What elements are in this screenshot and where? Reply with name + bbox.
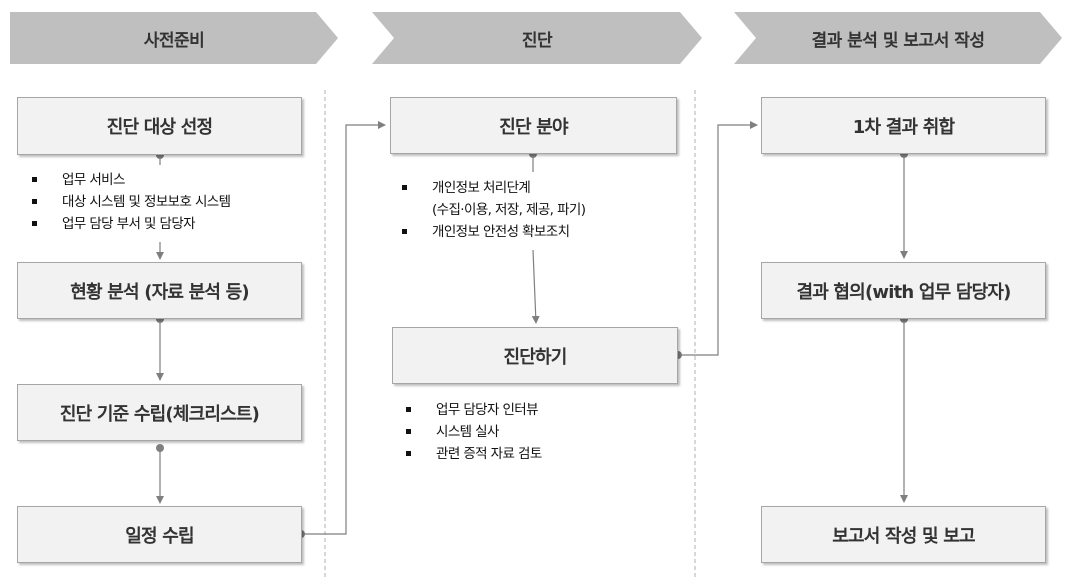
connector: [678, 121, 758, 356]
box-first-result-collection: 1차 결과 취합: [761, 97, 1046, 154]
list-item-continuation: (수집·이용, 저장, 제공, 파기): [432, 202, 586, 218]
box-status-analysis: 현황 분석 (자료 분석 등): [17, 262, 302, 319]
list-item: 대상 시스템 및 정보보호 시스템: [30, 191, 231, 213]
prep-bullet-list: 업무 서비스 대상 시스템 및 정보보호 시스템 업무 담당 부서 및 담당자: [30, 169, 231, 235]
diagnosis-area-bullet-list: 개인정보 처리단계 (수집·이용, 저장, 제공, 파기) 개인정보 안전성 확…: [400, 177, 586, 243]
list-item: 업무 담당 부서 및 담당자: [30, 213, 230, 235]
connector: [531, 249, 540, 324]
list-item: 개인정보 처리단계: [400, 177, 585, 199]
diagnosis-method-bullet-list: 업무 담당자 인터뷰 시스템 실사 관련 증적 자료 검토: [404, 399, 542, 465]
box-result-consultation: 결과 협의(with 업무 담당자): [761, 262, 1046, 319]
phase-arrow-shape: [10, 12, 338, 64]
box-report-writing: 보고서 작성 및 보고: [761, 506, 1046, 563]
phase-diagnosis-arrow: 진단: [372, 12, 702, 64]
box-criteria-setup: 진단 기준 수립(체크리스트): [17, 384, 302, 441]
connector-dot: [156, 444, 164, 452]
phase-result-label: 결과 분석 및 보고서 작성: [811, 30, 985, 51]
box-perform-diagnosis: 진단하기: [392, 327, 678, 384]
box-diagnosis-area: 진단 분야: [390, 97, 677, 154]
phase-arrow-shape: [372, 12, 702, 64]
list-item: 업무 서비스: [30, 169, 230, 191]
connector: [301, 121, 386, 535]
box-schedule: 일정 수립: [17, 506, 302, 563]
phase-arrow-shape: [734, 12, 1062, 64]
list-item: 시스템 실사: [404, 421, 542, 443]
phase-diagnosis-label: 진단: [521, 30, 553, 51]
box-target-selection: 진단 대상 선정: [17, 97, 302, 155]
phase-result-arrow: 결과 분석 및 보고서 작성: [734, 12, 1062, 64]
list-item: 개인정보 안전성 확보조치: [400, 221, 585, 243]
phase-prep-arrow: 사전준비: [10, 12, 338, 64]
list-item: 관련 증적 자료 검토: [404, 443, 542, 465]
phase-prep-label: 사전준비: [143, 30, 205, 51]
list-item: 업무 담당자 인터뷰: [404, 399, 542, 421]
